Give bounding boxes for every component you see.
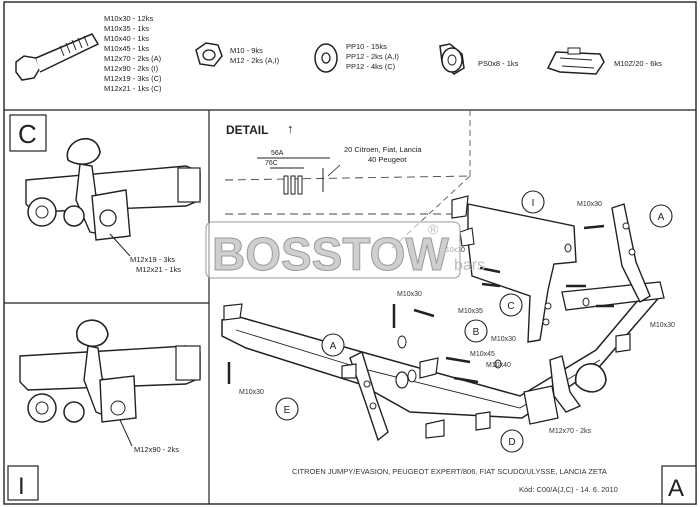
detail-note-line-2: 40 Peugeot (368, 155, 407, 164)
washer-line-2: PP12 - 2ks (A,I) (346, 52, 399, 61)
panel-a-letter: A (668, 475, 684, 502)
panel-c: C M12x19 - 3ks M12x21 - 1ks (9, 114, 201, 274)
bolt-label-9: M10x30 (239, 389, 264, 396)
clip-nut-icon (546, 47, 605, 75)
nut-line-2: M12 - 2ks (A,I) (230, 56, 280, 65)
washer-icon (314, 43, 338, 73)
spacer-icon (439, 43, 465, 75)
clip-label: M10Z/20 - 6ks (614, 59, 662, 68)
bolt-line-3: M10x40 - 1ks (104, 34, 149, 43)
callout-a-left: A (321, 333, 345, 357)
dim-56a: 56A (271, 150, 284, 157)
svg-text:C: C (507, 301, 514, 312)
footer-vehicle: CITROEN JUMPY/EVASION, PEUGEOT EXPERT/80… (292, 467, 607, 476)
panel-a-box (661, 465, 697, 505)
spacer-label: PS0x8 - 1ks (478, 59, 519, 68)
bolt-line-6: M12x90 - 2ks (I) (104, 64, 159, 73)
callout-d: D (500, 429, 524, 453)
bolt-line-4: M10x45 - 1ks (104, 44, 149, 53)
callout-a-right: A (649, 204, 673, 228)
svg-text:D: D (508, 437, 515, 448)
bolt-line-5: M12x70 - 2ks (A) (104, 54, 162, 63)
washer-line-1: PP10 - 15ks (346, 42, 387, 51)
panel-c-bolt-line-2: M12x21 - 1ks (136, 265, 181, 274)
svg-text:A: A (330, 341, 337, 352)
washer-line-3: PP12 - 4ks (C) (346, 62, 396, 71)
callout-i: I (521, 190, 545, 214)
callout-e: E (275, 397, 299, 421)
panel-c-bolt-line-1: M12x19 - 3ks (130, 255, 175, 264)
bolt-line-1: M10x30 - 12ks (104, 14, 153, 23)
detail-block: DETAIL ↑ 56A 76C 20 Citroen, Fiat, Lanci… (224, 110, 471, 251)
bolt-line-8: M12x21 - 1ks (C) (104, 84, 162, 93)
nut-line-1: M10 - 9ks (230, 46, 263, 55)
bolt-label-5: M10x35 (458, 308, 483, 315)
detail-note-line-1: 20 Citroen, Fiat, Lancia (344, 145, 422, 154)
dim-76c: 76C (265, 160, 278, 167)
tow-ball-arm (523, 355, 607, 425)
bolt-label-1: M10x30 (577, 201, 602, 208)
panel-i: I M12x90 - 2ks (7, 319, 201, 501)
mounting-hardware (223, 195, 631, 439)
watermark-brand: BOSSTOW (212, 228, 449, 280)
panel-c-letter: C (18, 119, 37, 149)
bolt-label-6: M10x30 (491, 336, 516, 343)
left-bracket (349, 351, 389, 442)
panel-i-letter: I (18, 473, 25, 500)
svg-text:I: I (532, 198, 535, 209)
callout-b: B (464, 319, 488, 343)
bosstow-watermark: BOSSTOW bars ® (205, 221, 485, 281)
svg-text:A: A (658, 212, 665, 223)
bolt-label-7: M10x45 (470, 351, 495, 358)
watermark-reg: ® (428, 221, 439, 237)
panel-i-bolt-label: M12x90 - 2ks (134, 445, 179, 454)
bolt-label-3: M10x30 (397, 291, 422, 298)
footer-code: Kód: C00/A(J,C) - 14. 6. 2010 (519, 485, 618, 494)
callout-c: C (499, 293, 523, 317)
right-bracket (611, 203, 651, 303)
up-arrow-icon: ↑ (287, 121, 294, 136)
watermark-suffix: bars (454, 257, 485, 274)
bolt-line-7: M12x19 - 3ks (C) (104, 74, 162, 83)
tow-ball (76, 319, 109, 347)
center-bracket (467, 203, 577, 343)
bolt-label-10: M12x70 - 2ks (549, 428, 592, 435)
bolt-icon (15, 33, 100, 81)
detail-title: DETAIL (226, 123, 268, 137)
svg-text:B: B (473, 327, 480, 338)
bolt-line-2: M10x35 - 1ks (104, 24, 149, 33)
bolt-label-4: M10x30 (650, 322, 675, 329)
bolt-label-8: M10x40 (486, 362, 511, 369)
nut-icon (195, 42, 223, 67)
svg-text:E: E (284, 405, 291, 416)
